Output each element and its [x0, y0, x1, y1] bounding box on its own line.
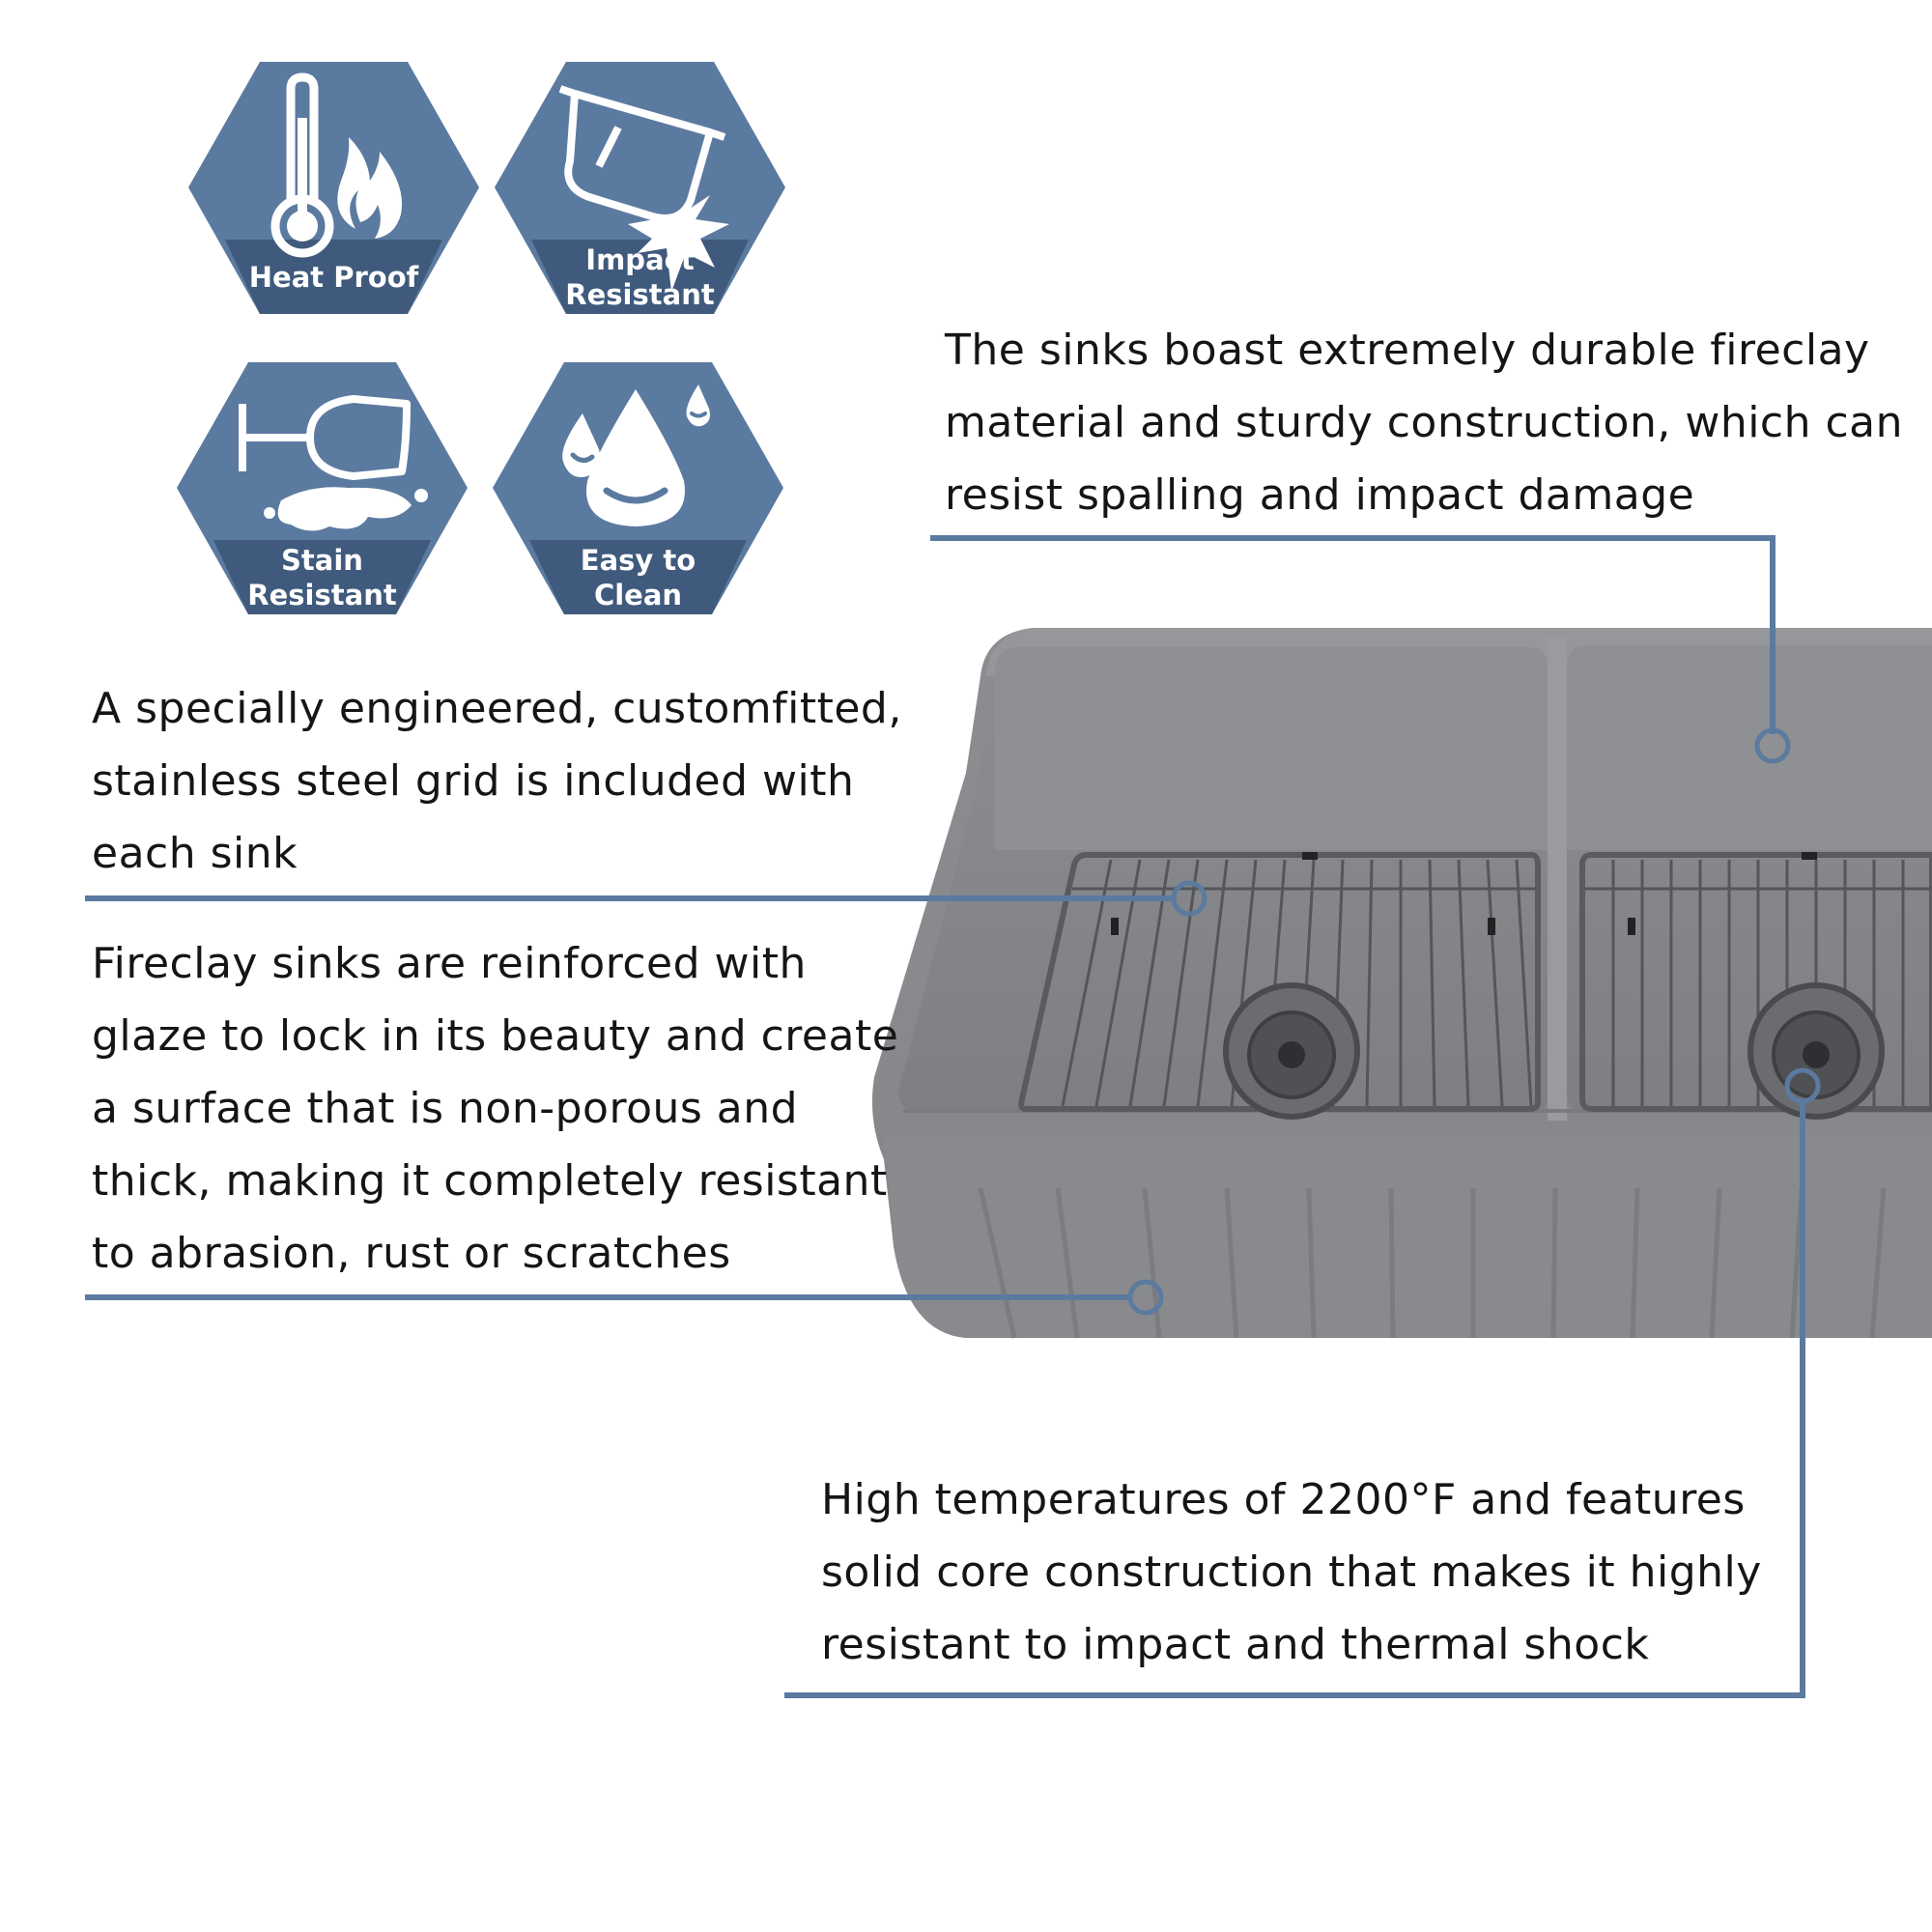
- badge-label: Impact Resistant: [565, 243, 715, 311]
- callout-line-text: thick, making it completely resistant: [92, 1156, 888, 1206]
- callout-line-text: solid core construction that makes it hi…: [821, 1548, 1762, 1597]
- badge-stain-resistant: Stain Resistant: [175, 360, 469, 616]
- callout-text-temperature: High temperatures of 2200°F and features…: [821, 1463, 1884, 1681]
- pot-impact-icon: [558, 85, 729, 292]
- badge-easy-to-clean: Easy to Clean: [491, 360, 785, 616]
- callout-line-text: resistant to impact and thermal shock: [821, 1620, 1650, 1669]
- callout-line-text: each sink: [92, 829, 298, 878]
- badge-label: Easy to Clean: [580, 544, 696, 611]
- callout-line-text: resist spalling and impact damage: [945, 470, 1695, 520]
- callout-line-text: glaze to lock in its beauty and create: [92, 1011, 899, 1061]
- badge-label: Heat Proof: [248, 261, 419, 294]
- left-sink-grid: [1018, 852, 1541, 1120]
- badge-heat-proof: Heat Proof: [186, 60, 481, 316]
- callout-line-text: a surface that is non-porous and: [92, 1084, 799, 1133]
- callout-line-text: The sinks boast extremely durable firecl…: [945, 326, 1870, 375]
- callout-line-text: stainless steel grid is included with: [92, 756, 855, 806]
- right-sink-grid: [1579, 852, 1932, 1120]
- callout-text-grid: A specially engineered, customfitted, st…: [92, 672, 942, 890]
- callout-line-text: material and sturdy construction, which …: [945, 398, 1904, 447]
- callout-line-text: Fireclay sinks are reinforced with: [92, 939, 807, 988]
- callout-text-durable: The sinks boast extremely durable firecl…: [945, 314, 1920, 531]
- callout-line-text: A specially engineered, customfitted,: [92, 684, 902, 733]
- callout-line-text: High temperatures of 2200°F and features: [821, 1475, 1746, 1524]
- badge-impact-resistant: Impact Resistant: [493, 60, 787, 316]
- callout-line-durable: [930, 535, 1776, 734]
- feature-badges: Heat Proof Impact Resistant: [0, 0, 869, 676]
- water-drops-icon: [562, 384, 710, 526]
- spilled-wine-glass-icon: [239, 395, 428, 531]
- thermometer-flame-icon: [270, 72, 403, 258]
- callout-line-temperature: [784, 1101, 1805, 1698]
- badge-label: Stain Resistant: [247, 544, 397, 611]
- callout-line-text: to abrasion, rust or scratches: [92, 1229, 731, 1278]
- callout-text-glaze: Fireclay sinks are reinforced with glaze…: [92, 927, 942, 1290]
